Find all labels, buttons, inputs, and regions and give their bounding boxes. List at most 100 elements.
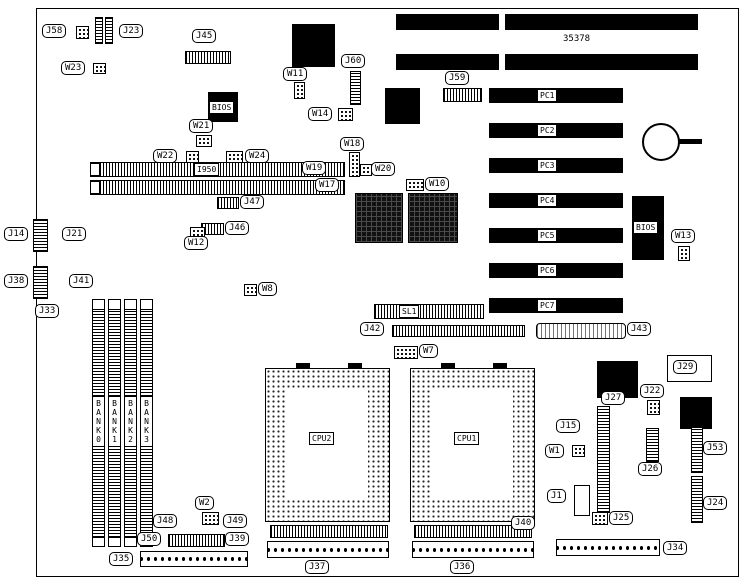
pin-header-j26 [646, 428, 659, 462]
pin-header-j23 [105, 17, 113, 44]
pci-slot-1-label: PC1 [537, 89, 558, 102]
cpu2-key-tab [348, 363, 362, 369]
pin-header-j22 [647, 400, 660, 415]
bios-chip-right-label: BIOS [633, 221, 659, 234]
pin-header-w13 [678, 246, 690, 261]
slot-end-cap [90, 163, 100, 176]
wire-label-w11: W11 [283, 67, 308, 81]
jumper-label-j43: J43 [627, 322, 652, 336]
jumper-label-j37: J37 [305, 560, 330, 574]
jumper-label-j22: J22 [640, 384, 665, 398]
bank2-end-cap [124, 299, 137, 310]
connector-j59 [443, 88, 482, 102]
cpu1-key-tab [493, 363, 507, 369]
jumper-label-j41: J41 [69, 274, 94, 288]
pin-header-w14 [338, 108, 353, 121]
edge-connector-bar [505, 14, 698, 30]
jumper-label-j60: J60 [341, 54, 366, 68]
connector-j1 [574, 485, 590, 516]
jumper-label-j38: J38 [4, 274, 29, 288]
wire-label-w13: W13 [671, 229, 696, 243]
battery-tab [677, 139, 702, 144]
cpu1-socket-center [432, 390, 513, 500]
wire-label-w24: W24 [245, 149, 270, 163]
cpu2-key-tab [296, 363, 310, 369]
jumper-label-j24: J24 [703, 496, 728, 510]
jumper-label-j26: J26 [638, 462, 663, 476]
connector-j53-slot [691, 427, 703, 473]
jumper-label-j1: J1 [547, 489, 566, 503]
jumper-label-j45: J45 [192, 29, 217, 43]
wire-label-w7: W7 [419, 344, 438, 358]
bank0-label: BANK0 [92, 396, 105, 447]
sl1-slot [374, 304, 484, 319]
jumper-label-j40: J40 [511, 516, 536, 530]
bank1-end-cap [108, 537, 121, 547]
wire-label-w18: W18 [340, 137, 365, 151]
bank1-label: BANK1 [108, 396, 121, 447]
pci-slot-2-label: PC2 [537, 124, 558, 137]
wire-label-w23: W23 [61, 61, 86, 75]
pin-header-w22 [186, 151, 199, 163]
pin-header-j38-j41-j33 [33, 266, 48, 299]
wire-label-w1: W1 [545, 444, 564, 458]
connector-j50-j39 [168, 534, 225, 547]
bank3-label: BANK3 [140, 396, 153, 447]
bga-chip-right [408, 193, 458, 243]
jumper-label-j47: J47 [240, 195, 265, 209]
pin-header-j23 [95, 17, 103, 44]
pin-header-w20 [360, 164, 372, 176]
wire-label-w14: W14 [308, 107, 333, 121]
pin-header-j60 [350, 71, 361, 105]
connector-j36 [412, 541, 534, 558]
ic-chip-corner [680, 397, 712, 429]
bga-chip-left [355, 193, 403, 243]
pin-header-w1 [572, 445, 585, 457]
cpu2-socket-center [287, 390, 368, 500]
bank1-end-cap [108, 299, 121, 310]
connector-j47 [217, 197, 239, 209]
jumper-label-j36: J36 [450, 560, 475, 574]
jumper-label-j29: J29 [673, 360, 698, 374]
wire-label-w22: W22 [153, 149, 178, 163]
bank2-end-cap [124, 537, 137, 547]
jumper-label-j35: J35 [109, 552, 134, 566]
pin-header-w23 [93, 63, 106, 74]
pci-slot-4-label: PC4 [537, 194, 558, 207]
jumper-label-j27: J27 [601, 391, 626, 405]
pci-slot-7-label: PC7 [537, 299, 558, 312]
slot-end-cap [90, 181, 100, 194]
edge-connector-bar [396, 14, 499, 30]
jumper-label-j46: J46 [225, 221, 250, 235]
pin-header-w11 [294, 82, 305, 99]
connector-j15-slot [597, 406, 610, 513]
connector-j35 [140, 551, 248, 567]
wire-label-w21: W21 [189, 119, 214, 133]
connector-j37 [267, 541, 389, 558]
pin-header-j25 [592, 512, 608, 525]
jumper-label-j49: J49 [223, 514, 248, 528]
jumper-label-j14: J14 [4, 227, 29, 241]
pin-header-w24 [226, 151, 243, 163]
connector-j45 [185, 51, 231, 64]
jumper-label-j21: J21 [62, 227, 87, 241]
pin-header-w2 [202, 512, 219, 525]
pin-header-j14-j21 [33, 219, 48, 252]
wire-label-w10: W10 [425, 177, 450, 191]
bank0-end-cap [92, 299, 105, 310]
pci-slot-6-label: PC6 [537, 264, 558, 277]
pin-header-j58 [76, 26, 89, 39]
jumper-label-j33: J33 [35, 304, 60, 318]
jumper-label-j23: J23 [119, 24, 144, 38]
pci-slot-5-label: PC5 [537, 229, 558, 242]
jumper-label-j42: J42 [360, 322, 385, 336]
pin-header-w8 [244, 284, 257, 296]
wire-label-w12: W12 [184, 236, 209, 250]
jumper-label-j50: J50 [137, 532, 162, 546]
pin-header-w10 [406, 179, 424, 191]
wire-label-w17: W17 [315, 178, 340, 192]
cpu1-key-tab [441, 363, 455, 369]
jumper-label-j58: J58 [42, 24, 67, 38]
cpu2-label: CPU2 [309, 432, 335, 445]
